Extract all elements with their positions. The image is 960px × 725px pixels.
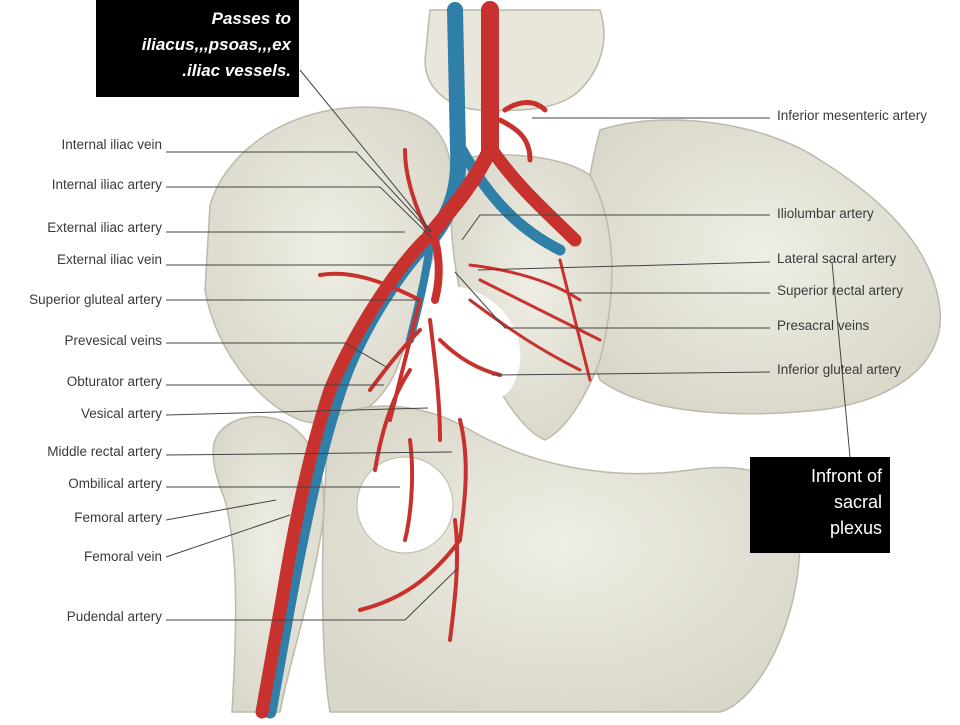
annotation-box-top: Passes to iliacus,,,psoas,,,ex .iliac ve…	[96, 0, 299, 97]
note-right-pointer	[831, 261, 851, 458]
sacral-branches	[468, 258, 602, 382]
label-iliolumbar-artery: Iliolumbar artery	[777, 206, 874, 221]
label-external-iliac-vein: External iliac vein	[56, 252, 162, 267]
label-vesical-artery: Vesical artery	[80, 406, 162, 421]
label-obturator-artery: Obturator artery	[66, 374, 162, 389]
femur-head	[212, 415, 325, 713]
annotation-right-line-1: Infront of	[810, 466, 882, 486]
leader-lines	[165, 69, 851, 621]
label-inferior-mesenteric-artery: Inferior mesenteric artery	[777, 108, 928, 123]
superior-gluteal-artery-path	[318, 271, 422, 302]
pelvis-bones	[204, 9, 942, 713]
label-femoral-artery: Femoral artery	[74, 510, 162, 525]
obturator-artery-path	[373, 368, 412, 472]
label-superior-rectal-artery: Superior rectal artery	[777, 283, 904, 298]
annotation-right-line-3: plexus	[829, 518, 882, 538]
left-common-iliac-artery	[422, 142, 498, 243]
label-superior-gluteal-artery: Superior gluteal artery	[29, 292, 162, 307]
label-inferior-gluteal-artery: Inferior gluteal artery	[777, 362, 901, 377]
annotation-box-right: Infront of sacral plexus	[750, 457, 890, 553]
note-top-pointer	[299, 69, 433, 233]
annotation-right-line-2: sacral	[833, 492, 882, 512]
obturator-foramen	[356, 456, 454, 554]
arteries	[255, 1, 602, 719]
pudendal-artery-path	[358, 538, 462, 612]
internal-iliac-artery-path	[431, 236, 443, 304]
pelvic-branches	[368, 298, 502, 642]
lumbar-vertebra	[424, 9, 605, 112]
label-middle-rectal-artery: Middle rectal artery	[47, 444, 162, 459]
inferior-mesenteric-artery-path	[497, 100, 548, 163]
label-prevesical-veins: Prevesical veins	[64, 333, 162, 348]
label-external-iliac-artery: External iliac artery	[47, 220, 162, 235]
label-internal-iliac-vein: Internal iliac vein	[61, 137, 162, 152]
annotation-top-line-1: Passes to	[211, 9, 291, 28]
label-lateral-sacral-artery: Lateral sacral artery	[777, 251, 897, 266]
right-common-iliac-artery	[485, 143, 582, 247]
external-iliac-artery-path	[255, 233, 432, 719]
annotation-top-line-3: .iliac vessels.	[182, 61, 291, 80]
label-femoral-vein: Femoral vein	[83, 549, 162, 564]
right-common-iliac-vein	[456, 144, 566, 256]
label-pudendal-artery: Pudendal artery	[66, 609, 162, 624]
label-ombilical-artery: Ombilical artery	[68, 476, 162, 491]
label-internal-iliac-artery: Internal iliac artery	[51, 177, 162, 192]
annotation-top-line-2: iliacus,,,psoas,,,ex	[141, 35, 291, 54]
pubic-ischium	[321, 405, 801, 713]
label-presacral-veins: Presacral veins	[777, 318, 870, 333]
